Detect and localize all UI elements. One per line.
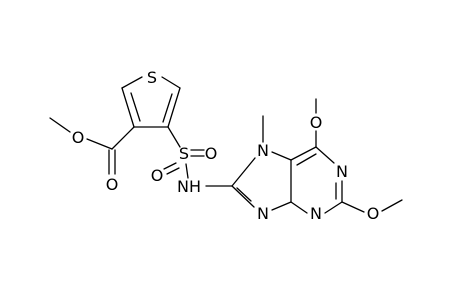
atom-label-s-sulfonyl: S	[179, 144, 189, 163]
bonds	[49, 76, 403, 214]
bond-thiophene-c5-c4	[167, 87, 181, 128]
bond-c4-n9	[271, 201, 292, 211]
bond-thiophene-c2-s	[121, 76, 143, 89]
bond-c2-o-right	[341, 201, 365, 213]
bond-c4-s-sulfonyl	[167, 126, 181, 148]
bond-n7-c5	[271, 151, 292, 161]
bond-c2-n3	[324, 201, 343, 214]
atom-label-nh: NH	[177, 177, 201, 196]
atom-label-n1: N	[336, 162, 348, 181]
bond-c5-c6	[290, 146, 317, 161]
bond-thiophene-c3-c2	[121, 87, 135, 128]
bond-thiophene-c5-c4-inner	[162, 93, 173, 123]
bond-n9-c8	[231, 185, 255, 208]
bond-s-o-left-a	[163, 162, 177, 170]
bond-n9-c8-inner	[236, 187, 252, 202]
atom-label-n9: N	[257, 204, 269, 223]
atom-label-o-methoxy-right: O	[367, 204, 380, 223]
bond-s-nh	[185, 163, 189, 179]
atom-label-o-sulfonyl-right: O	[205, 144, 218, 163]
bond-s-o-left-b	[166, 167, 180, 175]
bond-c5-c6-inner	[296, 153, 317, 166]
bond-n3-c4	[290, 201, 308, 214]
bond-carbonyl-c-o-single	[86, 138, 113, 150]
atom-label-o-sulfonyl-left: O	[151, 166, 164, 185]
atom-label-o-ester-single: O	[72, 128, 85, 147]
bond-c8-n7	[231, 157, 256, 187]
bond-c6-n1	[315, 146, 335, 164]
bond-thiophene-c3-c2-inner	[130, 92, 141, 122]
atom-label-n3: N	[310, 204, 322, 223]
atom-labels: S O O S O O NH N N N N O O	[72, 68, 380, 223]
atom-label-o-methoxy-top: O	[310, 113, 323, 132]
atom-label-o-ester-double: O	[106, 175, 119, 194]
bond-o-methyl	[49, 117, 71, 133]
atom-label-n7: N	[257, 141, 269, 160]
atom-label-s-ring: S	[147, 68, 157, 87]
bond-thiophene-s-c5	[161, 76, 181, 89]
bond-o-right-methyl	[381, 199, 403, 212]
bond-c3-carbonyl-c	[111, 126, 135, 150]
